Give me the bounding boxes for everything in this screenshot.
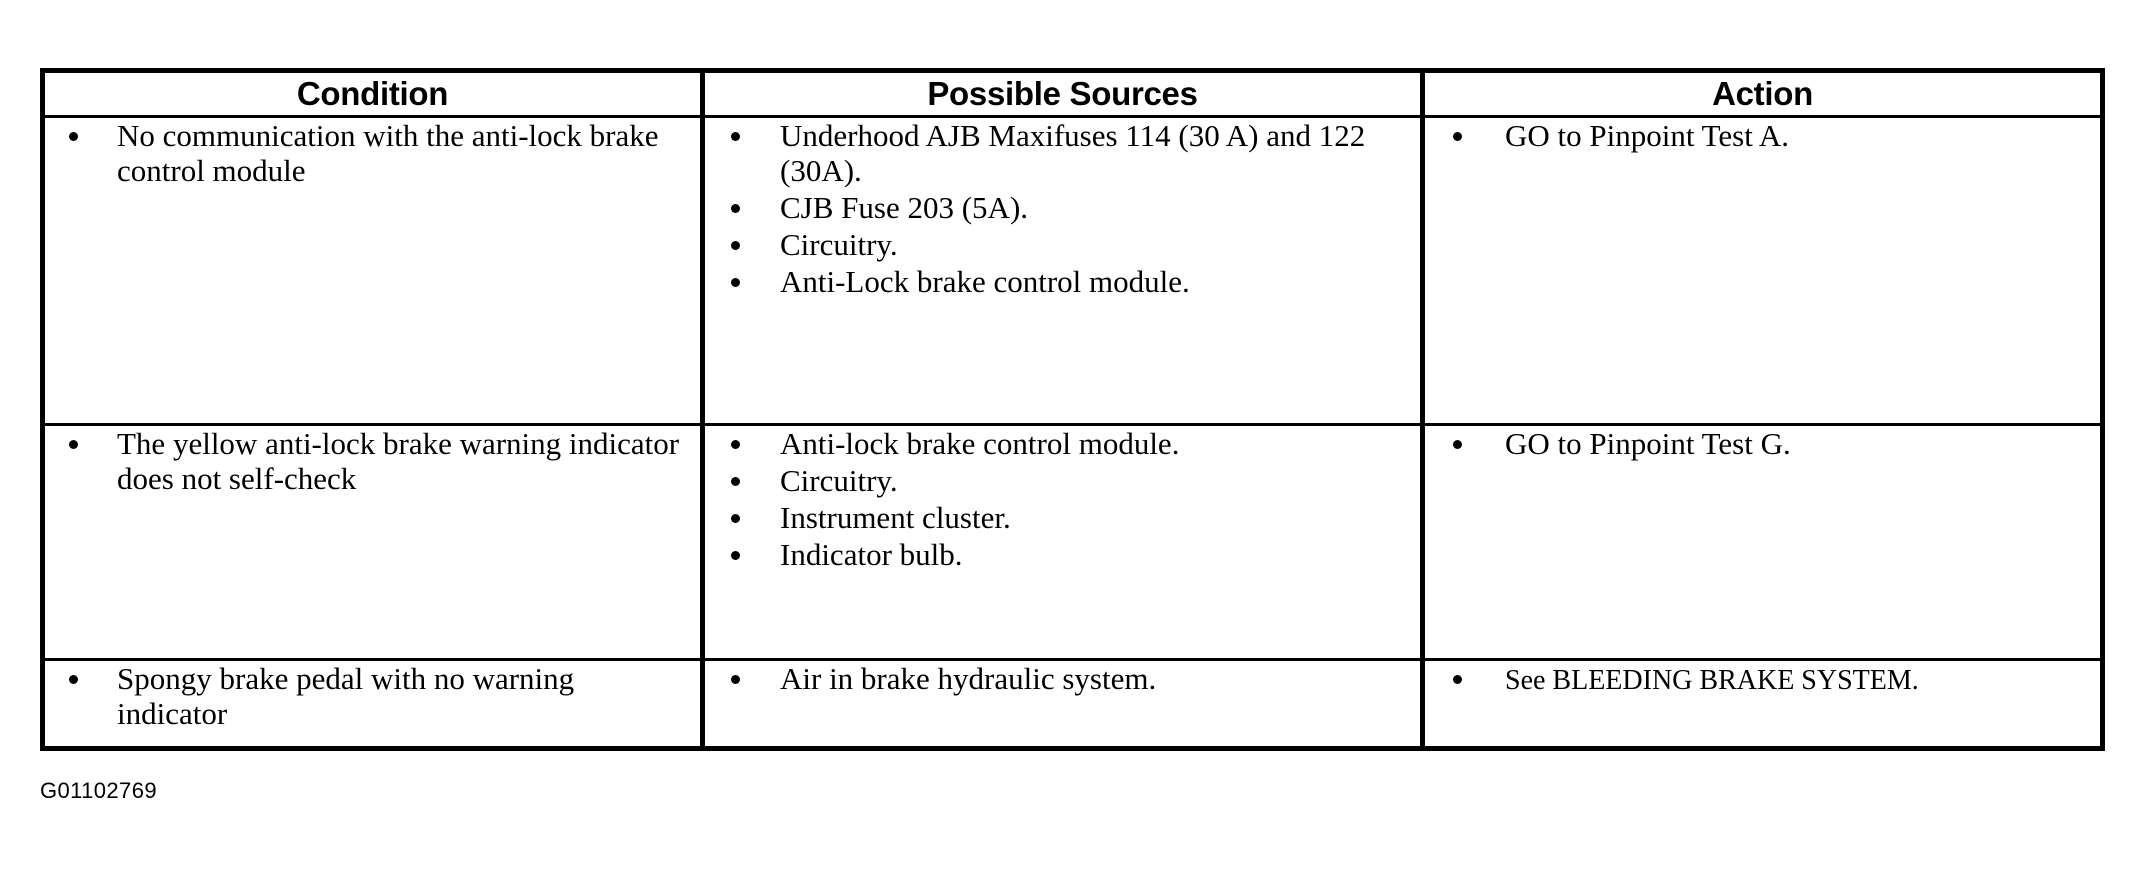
action-list: See BLEEDING BRAKE SYSTEM. — [1425, 661, 2100, 698]
list-item: Indicator bulb. — [725, 537, 1404, 572]
condition-list: The yellow anti-lock brake warning indic… — [45, 426, 700, 496]
list-item-text: GO to Pinpoint Test A. — [1505, 118, 1790, 153]
bullet-icon — [731, 204, 740, 213]
list-item: Anti-Lock brake control module. — [725, 264, 1404, 299]
list-item-text: No communication with the anti-lock brak… — [117, 118, 659, 188]
list-item-text: Anti-Lock brake control module. — [780, 264, 1190, 299]
list-item-text: Anti-lock brake control module. — [780, 426, 1180, 461]
table-row: No communication with the anti-lock brak… — [40, 116, 2105, 426]
bullet-icon — [731, 241, 740, 250]
list-item: Air in brake hydraulic system. — [725, 661, 1404, 696]
column-header-action: Action — [1422, 68, 2105, 118]
cell-action: GO to Pinpoint Test A. — [1422, 116, 2105, 426]
bullet-icon — [731, 278, 740, 287]
bullet-icon — [731, 514, 740, 523]
list-item: GO to Pinpoint Test G. — [1447, 426, 2084, 461]
bullet-icon — [1453, 132, 1462, 141]
list-item-text: See BLEEDING BRAKE SYSTEM. — [1505, 665, 1919, 696]
list-item: Anti-lock brake control module. — [725, 426, 1404, 461]
list-item: Spongy brake pedal with no warning indic… — [63, 661, 684, 731]
cell-possible-sources: Anti-lock brake control module. Circuitr… — [702, 424, 1425, 661]
bullet-icon — [731, 675, 740, 684]
bullet-icon — [69, 440, 78, 449]
list-item: CJB Fuse 203 (5A). — [725, 190, 1404, 225]
list-item-text: Instrument cluster. — [780, 500, 1011, 535]
list-item: The yellow anti-lock brake warning indic… — [63, 426, 684, 496]
action-list: GO to Pinpoint Test G. — [1425, 426, 2100, 461]
list-item: Underhood AJB Maxifuses 114 (30 A) and 1… — [725, 118, 1404, 188]
list-item-text: Spongy brake pedal with no warning indic… — [117, 661, 575, 731]
sources-list: Air in brake hydraulic system. — [705, 661, 1420, 696]
list-item: GO to Pinpoint Test A. — [1447, 118, 2084, 153]
figure-caption: G01102769 — [40, 778, 157, 803]
bullet-icon — [731, 551, 740, 560]
column-header-possible-sources: Possible Sources — [702, 68, 1425, 118]
table-row: Spongy brake pedal with no warning indic… — [40, 659, 2105, 751]
list-item: Circuitry. — [725, 227, 1404, 262]
table-row: The yellow anti-lock brake warning indic… — [40, 424, 2105, 661]
condition-list: No communication with the anti-lock brak… — [45, 118, 700, 188]
list-item: See BLEEDING BRAKE SYSTEM. — [1447, 661, 2084, 698]
list-item-text: GO to Pinpoint Test G. — [1505, 426, 1791, 461]
cell-possible-sources: Underhood AJB Maxifuses 114 (30 A) and 1… — [702, 116, 1425, 426]
sources-list: Underhood AJB Maxifuses 114 (30 A) and 1… — [705, 118, 1420, 299]
list-item: Circuitry. — [725, 463, 1404, 498]
list-item-text: CJB Fuse 203 (5A). — [780, 190, 1029, 225]
sources-list: Anti-lock brake control module. Circuitr… — [705, 426, 1420, 572]
cell-action: See BLEEDING BRAKE SYSTEM. — [1422, 659, 2105, 751]
condition-list: Spongy brake pedal with no warning indic… — [45, 661, 700, 731]
table-header-row: Condition Possible Sources Action — [40, 68, 2105, 118]
cell-action: GO to Pinpoint Test G. — [1422, 424, 2105, 661]
bullet-icon — [1453, 675, 1462, 684]
cell-condition: Spongy brake pedal with no warning indic… — [40, 659, 705, 751]
bullet-icon — [69, 675, 78, 684]
list-item-text: Underhood AJB Maxifuses 114 (30 A) and 1… — [780, 118, 1366, 188]
bullet-icon — [731, 477, 740, 486]
list-item: No communication with the anti-lock brak… — [63, 118, 684, 188]
list-item-text: The yellow anti-lock brake warning indic… — [117, 426, 680, 496]
list-item-text: Air in brake hydraulic system. — [780, 661, 1157, 696]
column-header-condition: Condition — [40, 68, 705, 118]
cell-condition: No communication with the anti-lock brak… — [40, 116, 705, 426]
bullet-icon — [731, 440, 740, 449]
list-item-text: Circuitry. — [780, 463, 898, 498]
diagnostic-symptom-table: Condition Possible Sources Action No com… — [40, 68, 2105, 751]
cell-condition: The yellow anti-lock brake warning indic… — [40, 424, 705, 661]
bullet-icon — [731, 132, 740, 141]
list-item-text: Indicator bulb. — [780, 537, 963, 572]
list-item: Instrument cluster. — [725, 500, 1404, 535]
cell-possible-sources: Air in brake hydraulic system. — [702, 659, 1425, 751]
action-list: GO to Pinpoint Test A. — [1425, 118, 2100, 153]
bullet-icon — [1453, 440, 1462, 449]
list-item-text: Circuitry. — [780, 227, 898, 262]
bullet-icon — [69, 132, 78, 141]
